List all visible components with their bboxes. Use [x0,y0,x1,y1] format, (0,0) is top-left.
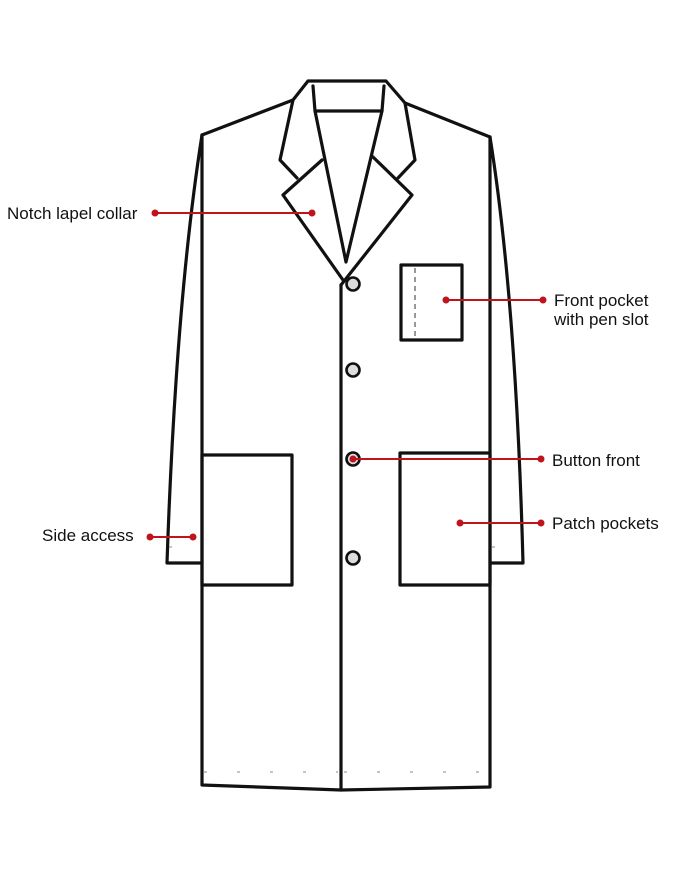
callout-front-pocket: Front pocket with pen slot [442,290,650,331]
left-lapel [281,158,345,282]
label-patch-pockets: Patch pockets [552,514,659,533]
button [345,362,361,378]
left-shoulder [200,98,295,137]
left-patch-pocket [200,453,294,587]
hem-stitching [169,546,521,773]
lab-coat-outline [165,79,525,792]
callout-button-front: Button front [349,450,642,472]
label-pen-slot: with pen slot [553,310,649,329]
label-button-front: Button front [552,451,640,470]
buttons [345,276,361,566]
callout-patch-pockets: Patch pockets [456,513,660,535]
right-lapel [339,155,414,287]
chest-pocket [399,263,464,342]
callout-side-access: Side access [41,525,197,547]
left-sleeve [165,133,204,565]
right-patch-pocket [398,451,492,587]
callout-collar: Notch lapel collar [6,203,316,225]
left-collar-leaf [278,98,299,180]
coat-body [200,133,492,792]
right-shoulder [403,101,492,139]
button [345,550,361,566]
neck-opening [313,109,384,264]
collar-stand [311,84,386,113]
right-sleeve [488,135,525,565]
collar-back [291,79,407,105]
label-side-access: Side access [42,526,134,545]
label-front-pocket: Front pocket [554,291,649,310]
label-notch-lapel-collar: Notch lapel collar [7,204,138,223]
right-collar-leaf [396,101,417,180]
button [345,276,361,292]
